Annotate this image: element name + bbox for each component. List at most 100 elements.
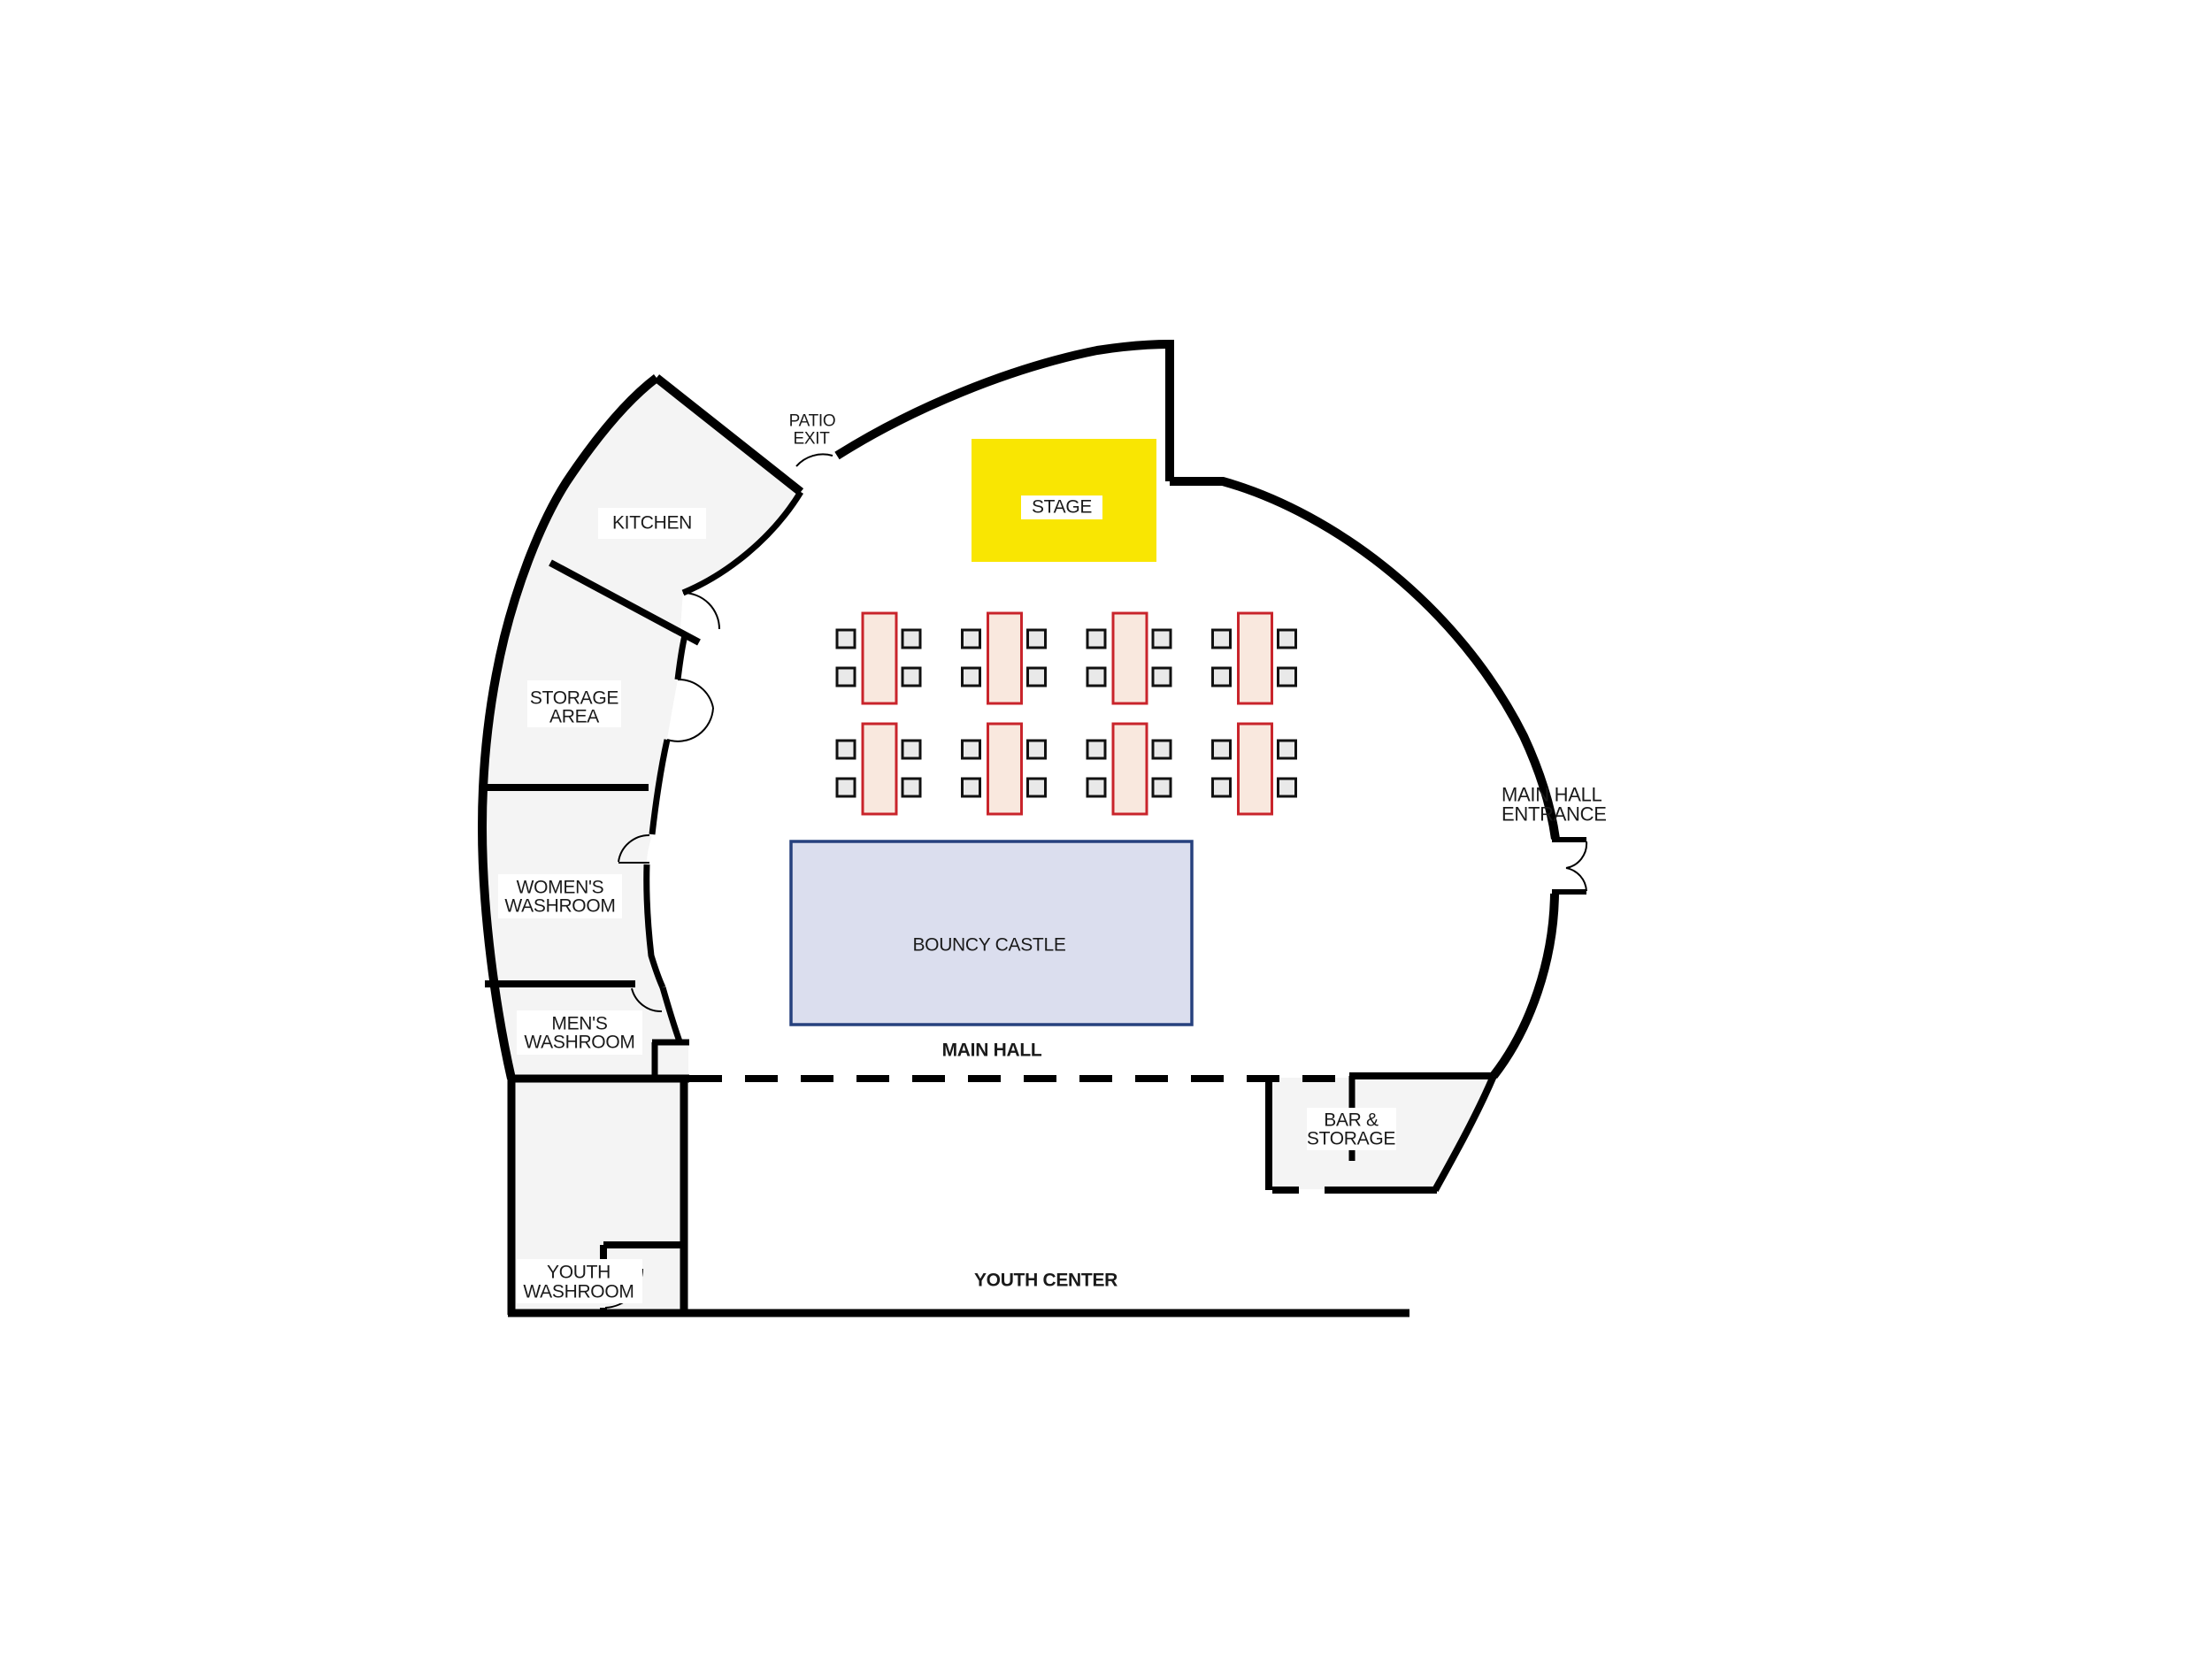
kitchen-label: KITCHEN: [612, 513, 692, 534]
youth-washroom-label-line1: YOUTH: [547, 1263, 611, 1283]
chair: [835, 666, 856, 687]
chair: [1151, 777, 1172, 798]
entrance-door-arc-top: [1565, 841, 1588, 869]
tables-and-chairs-group: [835, 611, 1297, 816]
chair: [1277, 739, 1297, 760]
chair: [901, 628, 922, 649]
chair: [835, 739, 856, 760]
main-hall-entrance-label-line1: MAIN HALL: [1502, 784, 1602, 806]
chair: [901, 739, 922, 760]
label-boxes: [498, 495, 1396, 1303]
inner-arc-wall-2: [649, 739, 671, 835]
chair: [1026, 739, 1047, 760]
table-group: [1086, 722, 1172, 816]
chair: [1277, 777, 1297, 798]
kitchen-label-box: [598, 508, 706, 539]
chair: [961, 777, 981, 798]
storage-area-label-line2: AREA: [549, 707, 599, 727]
youth-washroom-label-line2: WASHROOM: [523, 1282, 634, 1302]
table-group: [961, 722, 1047, 816]
stage-label-box: [1021, 495, 1102, 519]
chair: [1086, 739, 1107, 760]
kitchen-door-arc: [682, 592, 720, 630]
bouncy-castle-border: [789, 840, 1194, 1026]
chair: [961, 739, 981, 760]
chair: [1026, 777, 1047, 798]
mens-door-arc: [631, 987, 663, 1013]
chair: [1151, 739, 1172, 760]
chair: [901, 666, 922, 687]
bar-storage-label-line1: BAR &: [1324, 1110, 1379, 1131]
inner-arc-wall-kitchen: [681, 490, 803, 596]
mens-washroom-label-line1: MEN'S: [551, 1014, 607, 1034]
main-hall-label: MAIN HALL: [942, 1041, 1042, 1061]
chair: [1211, 777, 1232, 798]
womens-washroom-label-line1: WOMEN'S: [517, 878, 604, 898]
inner-arc-wall-3: [643, 864, 666, 989]
main-hall-right-wall: [1170, 477, 1560, 840]
table: [861, 611, 898, 705]
chair: [1211, 666, 1232, 687]
labels-group: PATIO EXIT KITCHEN STORAGE AREA WOMEN'S …: [504, 412, 1607, 1302]
main-hall-lower-right-wall: [1490, 893, 1559, 1079]
kitchen-outer-wall: [653, 374, 804, 495]
annex-outer-wall: [477, 374, 660, 1080]
patio-exit-label-line1: PATIO: [789, 412, 836, 431]
table: [1237, 611, 1273, 705]
table: [861, 722, 898, 816]
entrance-door-arc-bottom: [1565, 867, 1587, 892]
bar-right-curved-wall: [1432, 1074, 1497, 1192]
storage-door-arc-top: [677, 678, 714, 709]
table: [1111, 722, 1148, 816]
chair: [1026, 628, 1047, 649]
table-group: [1211, 722, 1297, 816]
chair: [1086, 628, 1107, 649]
annex-rooms-fill: [482, 378, 801, 1079]
womens-door-arc: [618, 833, 650, 863]
main-hall-entrance-label-line2: ENTRANCE: [1502, 803, 1607, 826]
youth-room-fill: [511, 1079, 684, 1314]
table-group: [835, 722, 922, 816]
chair: [1026, 666, 1047, 687]
storage-label-box: [527, 680, 621, 727]
main-hall-top-wall: [834, 339, 1174, 481]
table-group: [1211, 611, 1297, 705]
chair: [1086, 777, 1107, 798]
table: [987, 722, 1023, 816]
storage-area-label-line1: STORAGE: [530, 688, 618, 709]
womens-label-box: [498, 874, 622, 918]
bouncy-castle-label: BOUNCY CASTLE: [912, 935, 1065, 956]
chair: [1086, 666, 1107, 687]
chair: [1211, 628, 1232, 649]
table: [1237, 722, 1273, 816]
chair: [1151, 666, 1172, 687]
inner-arc-wall-4: [659, 987, 683, 1043]
chair: [1151, 628, 1172, 649]
table-group: [1086, 611, 1172, 705]
table-group: [961, 611, 1047, 705]
walls-group: [477, 339, 1586, 1317]
table: [987, 611, 1023, 705]
patio-exit-label-line2: EXIT: [793, 430, 830, 449]
table-group: [835, 611, 922, 705]
chair: [1277, 628, 1297, 649]
chair: [835, 628, 856, 649]
womens-washroom-label-line2: WASHROOM: [504, 896, 615, 917]
bar-label-box: [1307, 1108, 1396, 1150]
patio-exit-door-arc: [795, 453, 833, 467]
mens-label-box: [517, 1010, 642, 1055]
chair: [1211, 739, 1232, 760]
youth-washroom-label-box: [517, 1259, 642, 1303]
stage-label: STAGE: [1032, 497, 1092, 518]
bar-storage-label-line2: STORAGE: [1307, 1129, 1395, 1149]
mens-washroom-label-line2: WASHROOM: [524, 1033, 634, 1053]
storage-door-arc-bottom: [666, 707, 714, 742]
chair: [901, 777, 922, 798]
chair: [835, 777, 856, 798]
table: [1111, 611, 1148, 705]
bouncy-castle-area: [791, 841, 1192, 1025]
youth-center-label: YOUTH CENTER: [974, 1271, 1118, 1291]
kitchen-storage-divider: [549, 559, 701, 646]
